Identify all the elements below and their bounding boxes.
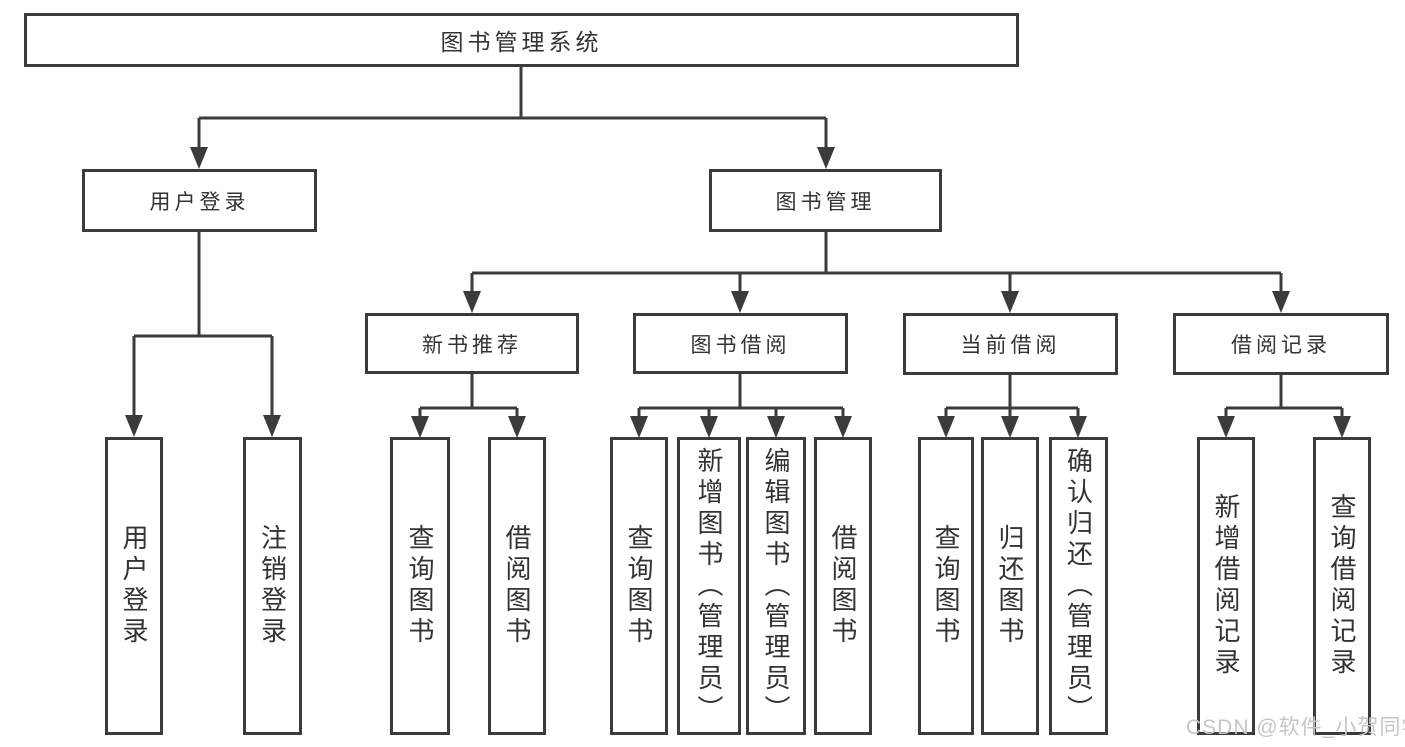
leaf-recommend-borrow-books: 借阅图书 bbox=[488, 437, 546, 735]
leaf-confirm-return-admin: 确认归还（管理员） bbox=[1049, 437, 1108, 735]
leaf-current-query-books: 查询图书 bbox=[918, 437, 974, 735]
csdn-watermark: CSDN @软件_小贺同学 bbox=[1186, 716, 1405, 739]
node-book-borrowing: 图书借阅 bbox=[633, 313, 848, 374]
leaf-add-books-admin: 新增图书（管理员） bbox=[677, 437, 741, 735]
leaf-add-borrow-record: 新增借阅记录 bbox=[1197, 437, 1255, 735]
leaf-borrowing-borrow-books: 借阅图书 bbox=[814, 437, 872, 735]
arrowheads bbox=[125, 147, 1351, 438]
leaf-return-books: 归还图书 bbox=[981, 437, 1039, 735]
leaf-query-borrow-record: 查询借阅记录 bbox=[1313, 437, 1371, 735]
node-user-login: 用户登录 bbox=[82, 169, 317, 232]
leaf-logout: 注销登录 bbox=[243, 437, 302, 735]
node-current-borrowing: 当前借阅 bbox=[903, 313, 1118, 375]
leaf-edit-books-admin: 编辑图书（管理员） bbox=[746, 437, 806, 735]
leaf-recommend-query-books: 查询图书 bbox=[390, 437, 450, 735]
node-new-book-recommend: 新书推荐 bbox=[365, 313, 579, 374]
leaf-borrowing-query-books: 查询图书 bbox=[610, 437, 668, 735]
node-borrowing-records: 借阅记录 bbox=[1173, 313, 1389, 375]
leaf-user-login: 用户登录 bbox=[105, 437, 163, 735]
node-book-management: 图书管理 bbox=[709, 169, 942, 232]
node-root-system: 图书管理系统 bbox=[24, 13, 1019, 67]
